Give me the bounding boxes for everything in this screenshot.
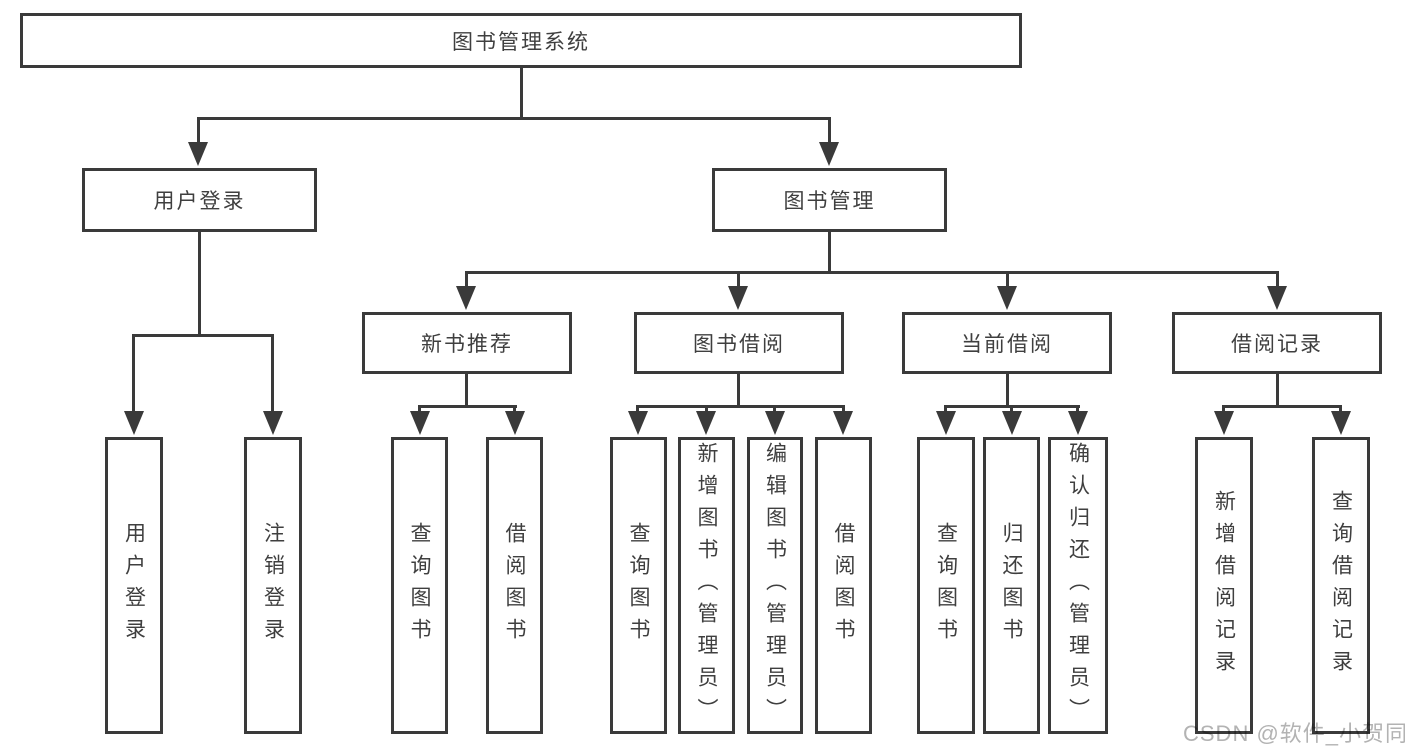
leaf-borrowing-query-books: 查询图书 (610, 437, 667, 734)
arrow-down-icon (833, 411, 853, 435)
arrow-down-icon (696, 411, 716, 435)
leaf-label: 新增借阅记录 (1212, 489, 1236, 682)
leaf-current-query-books: 查询图书 (917, 437, 975, 734)
connector-drop (737, 271, 740, 289)
node-new-book-recommend: 新书推荐 (362, 312, 572, 374)
connector-user-login-trunk (198, 230, 201, 336)
connector-drop (828, 117, 831, 145)
connector-group-bar (418, 405, 517, 408)
connector-root-trunk (520, 68, 523, 118)
node-label: 当前借阅 (961, 333, 1053, 356)
arrow-down-icon (1267, 286, 1287, 310)
leaf-borrowing-edit-books-admin: 编辑图书（管理员） (747, 437, 803, 734)
arrow-down-icon (505, 411, 525, 435)
arrow-down-icon (124, 411, 144, 435)
leaf-current-return-books: 归还图书 (983, 437, 1040, 734)
leaf-current-confirm-return-admin: 确认归还（管理员） (1048, 437, 1108, 734)
arrow-down-icon (728, 286, 748, 310)
arrow-down-icon (263, 411, 283, 435)
arrow-down-icon (765, 411, 785, 435)
connector-trunk (737, 372, 740, 408)
node-label: 图书管理系统 (452, 30, 590, 54)
leaf-label: 查询图书 (934, 521, 958, 650)
leaf-label: 新增图书（管理员） (695, 441, 718, 730)
node-book-management: 图书管理 (712, 168, 947, 232)
node-label: 用户登录 (153, 190, 246, 213)
leaf-label: 查询图书 (408, 521, 431, 650)
connector-level2-bar (197, 117, 831, 120)
leaf-records-query-record: 查询借阅记录 (1312, 437, 1370, 734)
csdn-watermark: CSDN @软件_小贺同学 (1183, 721, 1405, 746)
leaf-label: 确认归还（管理员） (1066, 441, 1090, 730)
connector-user-login-bar (132, 334, 274, 337)
connector-drop (132, 334, 135, 414)
arrow-down-icon (188, 142, 208, 166)
node-current-borrowing: 当前借阅 (902, 312, 1112, 374)
node-book-borrowing: 图书借阅 (634, 312, 844, 374)
leaf-label: 查询借阅记录 (1329, 489, 1353, 682)
connector-drop (271, 334, 274, 414)
node-user-login: 用户登录 (82, 168, 317, 232)
connector-trunk (465, 372, 468, 408)
leaf-user-login: 用户登录 (105, 437, 163, 734)
connector-group-bar (636, 405, 845, 408)
arrow-down-icon (936, 411, 956, 435)
connector-drop (1276, 271, 1279, 289)
leaf-label: 编辑图书（管理员） (763, 441, 787, 730)
leaf-label: 注销登录 (261, 521, 285, 650)
leaf-borrowing-borrow-books: 借阅图书 (815, 437, 872, 734)
leaf-label: 用户登录 (122, 521, 146, 650)
leaf-label: 借阅图书 (832, 521, 855, 650)
arrow-down-icon (1002, 411, 1022, 435)
arrow-down-icon (1214, 411, 1234, 435)
node-label: 新书推荐 (421, 333, 513, 356)
arrow-down-icon (819, 142, 839, 166)
connector-drop (465, 271, 468, 289)
connector-trunk (1276, 372, 1279, 408)
arrow-down-icon (628, 411, 648, 435)
node-label: 图书管理 (783, 190, 876, 213)
node-borrowing-records: 借阅记录 (1172, 312, 1382, 374)
node-root-library-system: 图书管理系统 (20, 13, 1022, 68)
connector-group-bar (1222, 405, 1342, 408)
leaf-recommend-borrow-books: 借阅图书 (486, 437, 543, 734)
arrow-down-icon (410, 411, 430, 435)
arrow-down-icon (997, 286, 1017, 310)
leaf-borrowing-add-books-admin: 新增图书（管理员） (678, 437, 735, 734)
arrow-down-icon (456, 286, 476, 310)
connector-book-management-trunk (828, 230, 831, 274)
leaf-label: 借阅图书 (503, 521, 526, 650)
leaf-logout: 注销登录 (244, 437, 302, 734)
leaf-label: 查询图书 (627, 521, 650, 650)
connector-level3-bar (465, 271, 1279, 274)
connector-drop (197, 117, 200, 145)
connector-drop (1006, 271, 1009, 289)
leaf-records-add-record: 新增借阅记录 (1195, 437, 1253, 734)
arrow-down-icon (1331, 411, 1351, 435)
node-label: 借阅记录 (1231, 333, 1323, 356)
leaf-recommend-query-books: 查询图书 (391, 437, 448, 734)
leaf-label: 归还图书 (1000, 521, 1023, 650)
arrow-down-icon (1068, 411, 1088, 435)
connector-trunk (1006, 372, 1009, 408)
node-label: 图书借阅 (693, 333, 785, 356)
